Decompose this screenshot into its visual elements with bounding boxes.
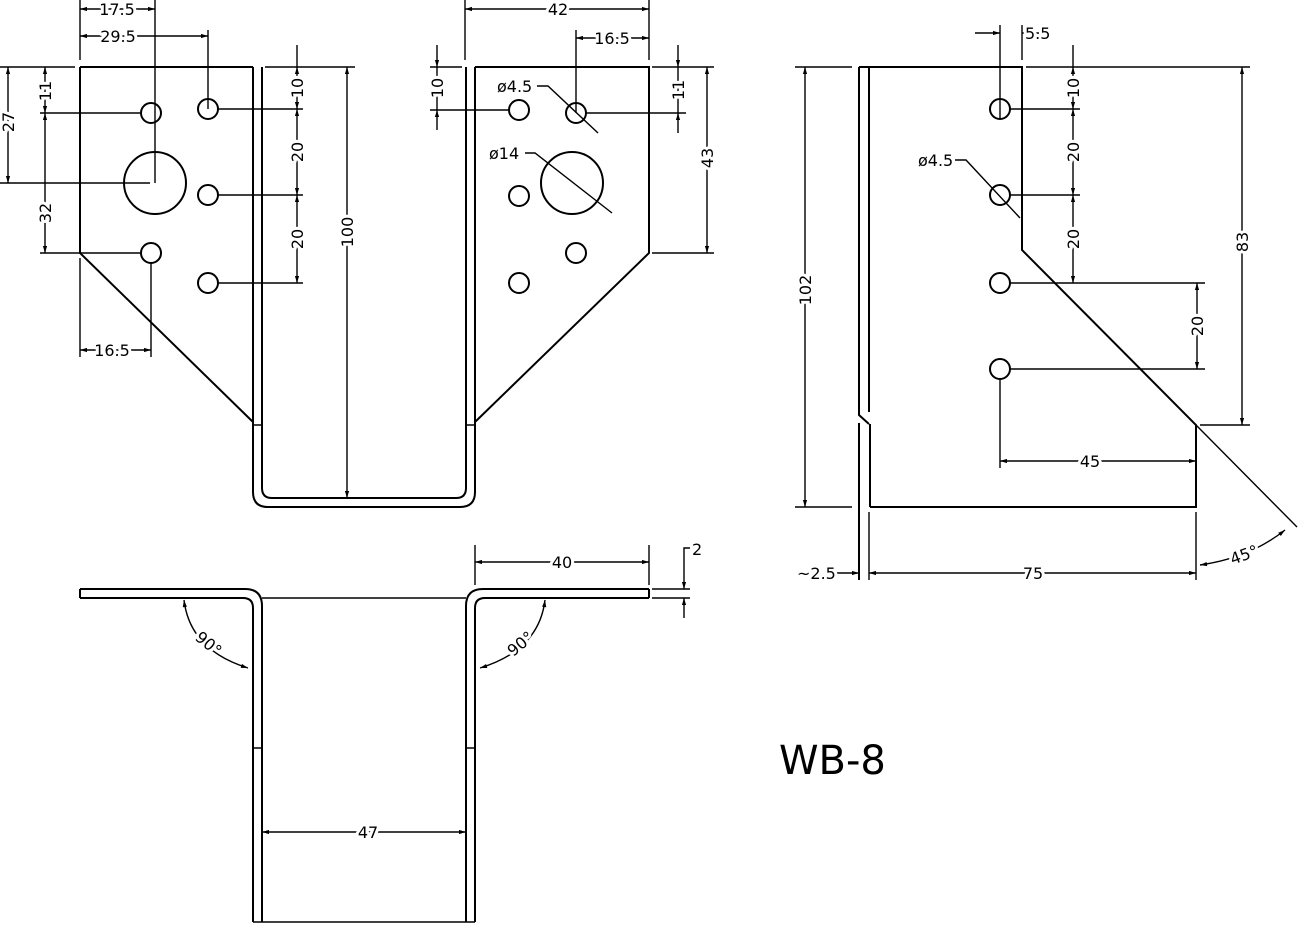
top-view: 40 2 90° 90° 47	[79, 537, 706, 923]
side-dimension-labels: 5.5 10 20 20 20 83 102 45 75 ~2.5 ø4.5 4…	[793, 21, 1264, 586]
front-dimension-labels: 17.5 29.5 27 11 32 16.5 10 20 20 100 42 …	[0, 0, 720, 363]
hole	[197, 184, 219, 206]
hole	[565, 242, 587, 264]
dim-27: 27	[0, 112, 18, 132]
top-dimension-labels: 40 2 90° 90° 47	[189, 537, 706, 845]
leader-large-hole	[525, 152, 613, 214]
dim-16-5: 16.5	[94, 341, 130, 360]
dim-10: 10	[1064, 78, 1083, 98]
top-dimension-lines	[182, 545, 690, 835]
hole	[140, 242, 162, 264]
dim-40: 40	[552, 553, 572, 572]
angle-arc-right	[479, 599, 547, 669]
hole	[989, 272, 1011, 294]
side-dimension-lines	[795, 25, 1286, 580]
hole	[508, 99, 530, 121]
hole-diameter-large: ø14	[489, 144, 519, 163]
dim-2-5: ~2.5	[797, 564, 836, 583]
dim-83: 83	[1233, 232, 1252, 252]
hole-diameter-small: ø4.5	[497, 77, 532, 96]
leader-small-hole	[537, 85, 599, 134]
front-view: 17.5 29.5 27 11 32 16.5 10 20 20 100 42 …	[0, 0, 720, 508]
dim-20: 20	[1064, 142, 1083, 162]
angle-arc-left	[182, 599, 249, 669]
dim-17-5: 17.5	[99, 0, 135, 19]
dim-5-5: 5.5	[1025, 24, 1050, 43]
angle-45: 45°	[1228, 541, 1261, 569]
dim-42: 42	[548, 0, 568, 19]
hole	[508, 272, 530, 294]
side-view: 5.5 10 20 20 20 83 102 45 75 ~2.5 ø4.5 4…	[793, 21, 1298, 586]
hole	[197, 272, 219, 294]
angle-arc	[1199, 529, 1286, 567]
part-number-title: WB-8	[779, 738, 886, 784]
side-outline	[858, 66, 1298, 580]
dim-29-5: 29.5	[100, 27, 136, 46]
leader-small-hole	[955, 159, 1021, 219]
dim-10: 10	[428, 78, 447, 98]
dim-20: 20	[1188, 316, 1207, 336]
hole-diameter-small: ø4.5	[918, 151, 953, 170]
dim-32: 32	[36, 203, 55, 223]
dim-16-5: 16.5	[594, 29, 630, 48]
hole	[989, 358, 1011, 380]
hole	[140, 102, 162, 124]
front-holes	[123, 98, 604, 294]
dim-102: 102	[796, 275, 815, 306]
dim-20: 20	[288, 142, 307, 162]
hole	[508, 185, 530, 207]
dim-45: 45	[1080, 452, 1100, 471]
front-outline	[79, 66, 650, 508]
dim-11: 11	[669, 80, 688, 100]
dim-100: 100	[338, 217, 357, 248]
dim-2: 2	[692, 540, 702, 559]
dim-20: 20	[288, 229, 307, 249]
dim-10: 10	[288, 78, 307, 98]
dim-20: 20	[1064, 229, 1083, 249]
large-hole	[540, 151, 604, 215]
front-dimension-lines	[0, 0, 714, 498]
dim-11: 11	[36, 81, 55, 101]
dim-75: 75	[1023, 564, 1043, 583]
dim-43: 43	[698, 148, 717, 168]
dim-47: 47	[358, 823, 378, 842]
top-outline	[79, 588, 650, 923]
